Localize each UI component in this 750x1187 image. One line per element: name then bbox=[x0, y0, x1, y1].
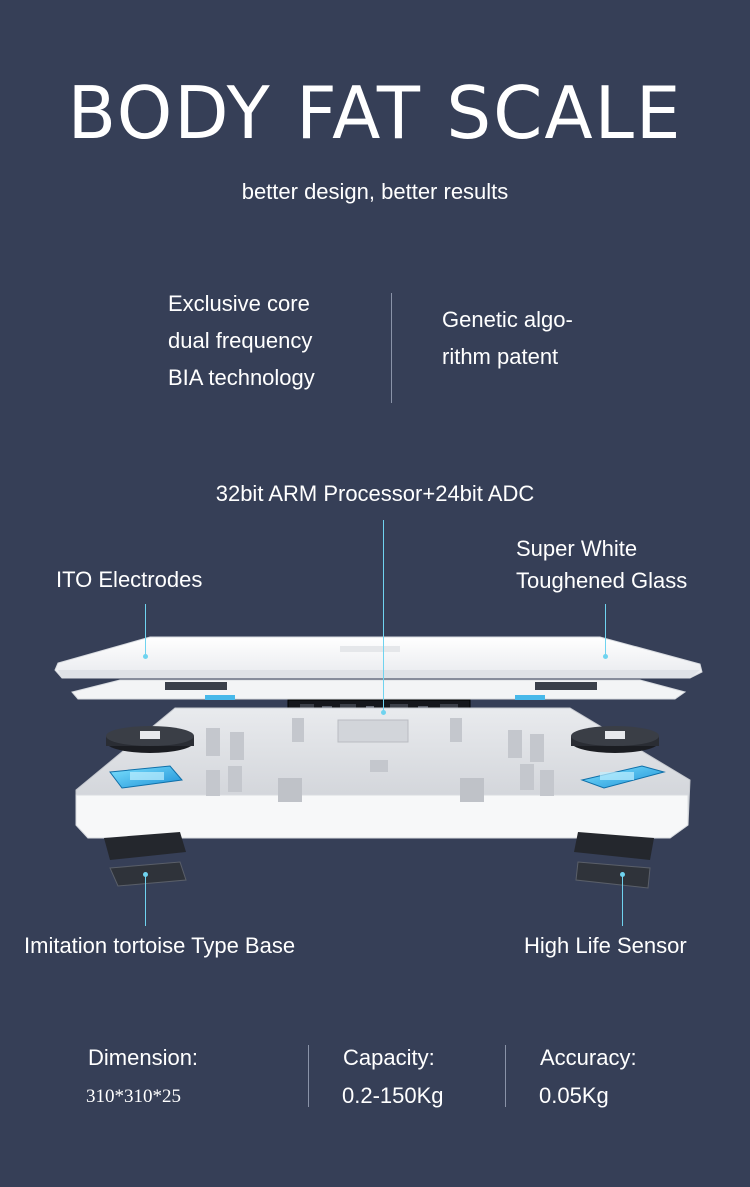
feature-line: rithm patent bbox=[442, 344, 559, 369]
blue-sensor-left bbox=[109, 765, 183, 789]
leader-dot-glass bbox=[603, 654, 608, 659]
feature-line: BIA technology bbox=[168, 365, 315, 390]
spec-capacity-label: Capacity: bbox=[343, 1045, 435, 1070]
feature-divider bbox=[391, 293, 392, 403]
leader-electrodes bbox=[145, 604, 146, 656]
leader-base bbox=[145, 874, 146, 926]
spec-capacity-value: 0.2-150Kg bbox=[342, 1083, 444, 1108]
load-cell-cap-left bbox=[106, 726, 194, 753]
leader-dot-base bbox=[143, 872, 148, 877]
callout-sensor: High Life Sensor bbox=[524, 933, 687, 958]
feature-core-tech: Exclusive core dual frequency BIA techno… bbox=[168, 285, 315, 396]
spec-accuracy-label: Accuracy: bbox=[540, 1045, 637, 1070]
spec-dimension-value: 310*310*25 bbox=[86, 1086, 181, 1107]
scale-base bbox=[75, 707, 691, 839]
foot-left bbox=[104, 832, 187, 887]
callout-electrodes: ITO Electrodes bbox=[56, 567, 203, 592]
leader-processor bbox=[383, 520, 384, 714]
spec-divider bbox=[505, 1045, 506, 1107]
spec-divider bbox=[308, 1045, 309, 1107]
callout-glass-line1: Super White bbox=[516, 536, 638, 561]
electrode-layer bbox=[71, 679, 687, 700]
callout-glass-line2: Toughened Glass bbox=[516, 568, 688, 593]
page-title: BODY FAT SCALE bbox=[67, 71, 683, 155]
leader-dot-sensor bbox=[620, 872, 625, 877]
page-subtitle: better design, better results bbox=[241, 179, 509, 204]
feature-line: Exclusive core bbox=[168, 291, 310, 316]
leader-dot-electrodes bbox=[143, 654, 148, 659]
foot-right bbox=[574, 832, 654, 889]
blue-sensor-right bbox=[580, 765, 666, 789]
leader-sensor bbox=[622, 874, 623, 926]
callout-base: Imitation tortoise Type Base bbox=[24, 933, 296, 958]
leader-glass bbox=[605, 604, 606, 656]
scale-exploded-illustration bbox=[54, 636, 703, 889]
feature-line: Genetic algo- bbox=[442, 307, 573, 332]
glass-panel bbox=[54, 636, 703, 679]
leader-dot-processor bbox=[381, 710, 386, 715]
load-cell-cap-right bbox=[571, 726, 659, 753]
feature-line: dual frequency bbox=[168, 328, 313, 353]
spec-accuracy-value: 0.05Kg bbox=[539, 1083, 609, 1108]
feature-algorithm: Genetic algo- rithm patent bbox=[442, 301, 573, 375]
spec-dimension-label: Dimension: bbox=[88, 1045, 199, 1070]
callout-processor: 32bit ARM Processor+24bit ADC bbox=[215, 481, 535, 506]
